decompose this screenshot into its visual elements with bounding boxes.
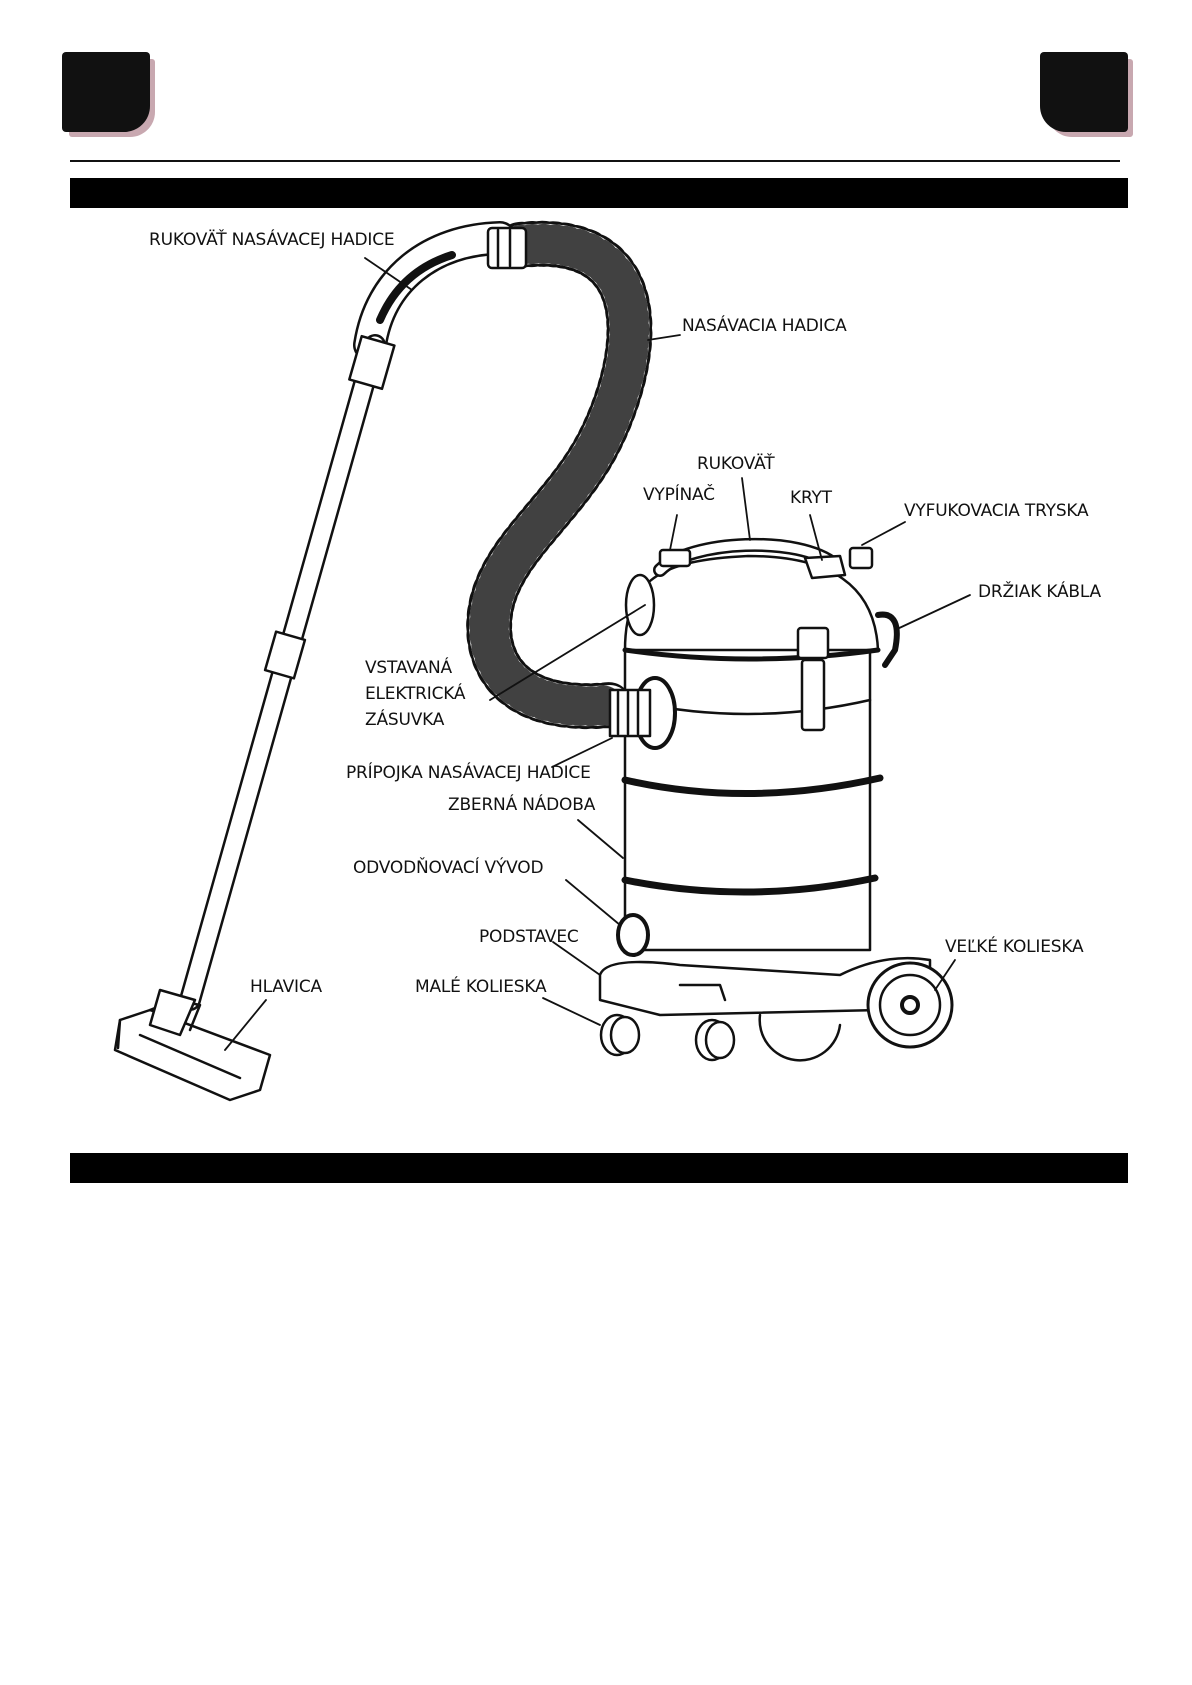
label-handle: RUKOVÄŤ xyxy=(697,452,774,476)
label-hose-handle: RUKOVÄŤ NASÁVACEJ HADICE xyxy=(149,228,394,252)
label-switch: VYPÍNAČ xyxy=(643,483,715,507)
label-hose-connector: PRÍPOJKA NASÁVACEJ HADICE xyxy=(346,761,591,785)
label-small-wheels: MALÉ KOLIESKA xyxy=(415,975,546,999)
label-socket-line1: VSTAVANÁ xyxy=(365,656,452,680)
label-large-wheels: VEĽKÉ KOLIESKA xyxy=(945,935,1083,959)
label-head: HLAVICA xyxy=(250,975,322,999)
label-cover: KRYT xyxy=(790,486,832,510)
label-drain-outlet: ODVODŇOVACÍ VÝVOD xyxy=(353,856,543,880)
label-base: PODSTAVEC xyxy=(479,925,579,949)
label-socket-line2: ELEKTRICKÁ xyxy=(365,682,465,706)
socket-drawing xyxy=(626,575,654,635)
label-container: ZBERNÁ NÁDOBA xyxy=(448,793,595,817)
label-cable-holder: DRŽIAK KÁBLA xyxy=(978,580,1101,604)
label-suction-hose: NASÁVACIA HADICA xyxy=(682,314,847,338)
cable-holder-drawing xyxy=(878,615,897,665)
drain-outlet-drawing xyxy=(618,915,648,955)
label-blower-nozzle: VYFUKOVACIA TRYSKA xyxy=(904,499,1089,523)
label-socket-line3: ZÁSUVKA xyxy=(365,708,444,732)
